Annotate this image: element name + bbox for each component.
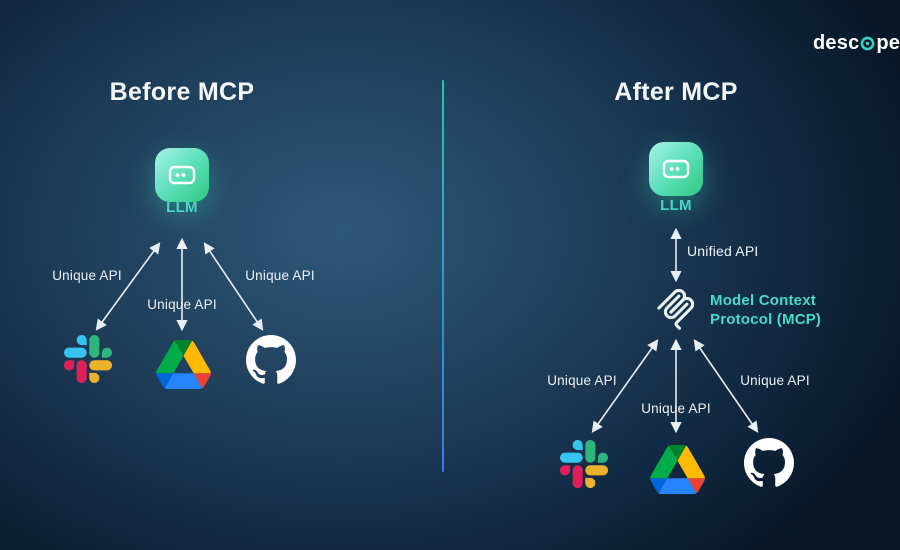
before-mcp-title: Before MCP bbox=[109, 78, 255, 106]
descope-logo-text-suffix: pe bbox=[876, 32, 900, 54]
descope-logo-text-prefix: desc bbox=[813, 32, 860, 54]
chat-bubble-icon bbox=[662, 159, 690, 179]
llm-chat-icon bbox=[649, 142, 703, 196]
after-mcp-title: After MCP bbox=[614, 78, 738, 106]
unique-api-label: Unique API bbox=[740, 373, 810, 388]
google-drive-icon bbox=[650, 445, 705, 494]
chat-bubble-icon bbox=[168, 165, 196, 185]
unique-api-label: Unique API bbox=[547, 373, 617, 388]
mcp-protocol-label: Model Context Protocol (MCP) bbox=[710, 292, 860, 330]
unique-api-label: Unique API bbox=[641, 401, 711, 416]
llm-label: LLM bbox=[660, 197, 692, 214]
unique-api-label: Unique API bbox=[52, 268, 122, 283]
mcp-icon bbox=[657, 288, 695, 330]
mcp-protocol-label-line1: Model Context bbox=[710, 292, 816, 309]
slack-icon bbox=[560, 440, 608, 488]
descope-logo: desc pe bbox=[813, 32, 900, 55]
unique-api-label: Unique API bbox=[245, 268, 315, 283]
llm-label: LLM bbox=[166, 199, 198, 216]
github-icon bbox=[246, 335, 296, 385]
arrow-before-llm-slack bbox=[95, 242, 161, 331]
column-divider bbox=[442, 80, 444, 472]
slack-icon bbox=[64, 335, 112, 383]
descope-o-icon bbox=[860, 36, 875, 51]
github-icon bbox=[744, 438, 794, 488]
unique-api-label: Unique API bbox=[147, 297, 217, 312]
unified-api-label: Unified API bbox=[687, 243, 759, 259]
mcp-protocol-label-line2: Protocol (MCP) bbox=[710, 310, 822, 328]
google-drive-icon bbox=[156, 340, 211, 389]
llm-chat-icon bbox=[155, 148, 209, 202]
arrow-before-llm-github bbox=[203, 242, 264, 331]
